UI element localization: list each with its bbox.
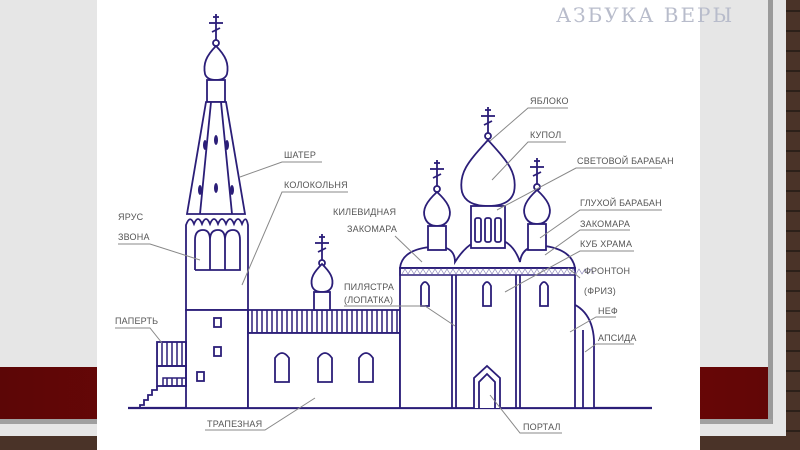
label-fronton: ФРОНТОН bbox=[584, 266, 630, 276]
label-trapeznaya: ТРАПЕЗНАЯ bbox=[207, 419, 262, 429]
label-kilevidnaya: КИЛЕВИДНАЯ bbox=[333, 207, 396, 217]
label-lopatka: (ЛОПАТКА) bbox=[344, 295, 393, 305]
label-yabloko: ЯБЛОКО bbox=[530, 96, 569, 106]
label-zvona: ЗВОНА bbox=[118, 232, 150, 242]
label-pilyastra: ПИЛЯСТРА bbox=[344, 282, 394, 292]
label-yarus: ЯРУС bbox=[118, 212, 144, 222]
label-svetovoy-baraban: СВЕТОВОЙ БАРАБАН bbox=[577, 155, 674, 166]
label-nef: НЕФ bbox=[598, 306, 618, 316]
label-shater: ШАТЕР bbox=[284, 150, 316, 160]
bell-tower bbox=[139, 13, 249, 409]
label-portal: ПОРТАЛ bbox=[523, 422, 561, 432]
leader-lines bbox=[115, 107, 662, 434]
main-church bbox=[398, 106, 595, 409]
refectory bbox=[247, 233, 401, 409]
label-kolokolnya: КОЛОКОЛЬНЯ bbox=[284, 180, 348, 190]
label-friz: (ФРИЗ) bbox=[584, 286, 616, 296]
label-glukhoy-baraban: ГЛУХОЙ БАРАБАН bbox=[580, 197, 662, 208]
label-papert: ПАПЕРТЬ bbox=[115, 316, 158, 326]
logo-azbuka-very: АЗБУКА ВЕРЫ bbox=[556, 3, 734, 27]
label-kub-khrama: КУБ ХРАМА bbox=[580, 239, 632, 249]
frame-line bbox=[768, 0, 773, 424]
label-kupol: КУПОЛ bbox=[530, 130, 561, 140]
label-zakomara-left: ЗАКОМАРА bbox=[347, 224, 397, 234]
label-zakomara-right: ЗАКОМАРА bbox=[580, 219, 630, 229]
label-apsida: АПСИДА bbox=[598, 333, 637, 343]
